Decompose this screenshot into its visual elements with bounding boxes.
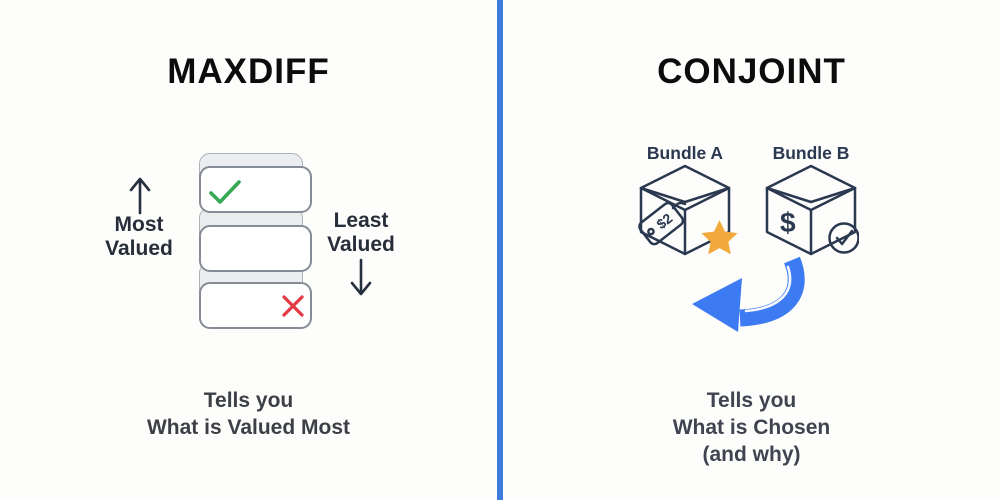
option-card-least-valued — [199, 282, 312, 329]
maxdiff-title: MAXDIFF — [167, 52, 330, 91]
bundle-a-label: Bundle A — [646, 143, 724, 163]
x-icon — [282, 295, 304, 317]
star-icon — [701, 220, 738, 255]
maxdiff-caption: Tells you What is Valued Most — [146, 389, 351, 439]
divider-line — [497, 0, 503, 500]
price-tag-text: $2 — [653, 210, 675, 232]
option-card-middle — [199, 225, 312, 272]
conjoint-caption: Tells you What is Chosen (and why) — [672, 389, 831, 466]
bundle-a-box-icon: $2 — [638, 164, 731, 256]
dollar-icon: $ — [780, 207, 796, 238]
least-valued-label: Least Valued — [327, 209, 395, 256]
bundle-b-label: Bundle B — [772, 143, 850, 163]
down-arrow-icon — [350, 258, 372, 296]
maxdiff-panel: MAXDIFF Most Valued — [0, 0, 497, 500]
bundle-b-box-icon: $ — [765, 164, 859, 256]
check-icon — [209, 180, 241, 204]
option-card-most-valued — [199, 166, 312, 213]
curved-arrow-icon — [692, 256, 805, 332]
conjoint-title: CONJOINT — [657, 52, 846, 91]
up-arrow-icon — [129, 177, 151, 215]
conjoint-panel: CONJOINT — [503, 0, 1000, 500]
most-valued-label: Most Valued — [105, 213, 173, 260]
check-circle-icon — [828, 222, 859, 254]
